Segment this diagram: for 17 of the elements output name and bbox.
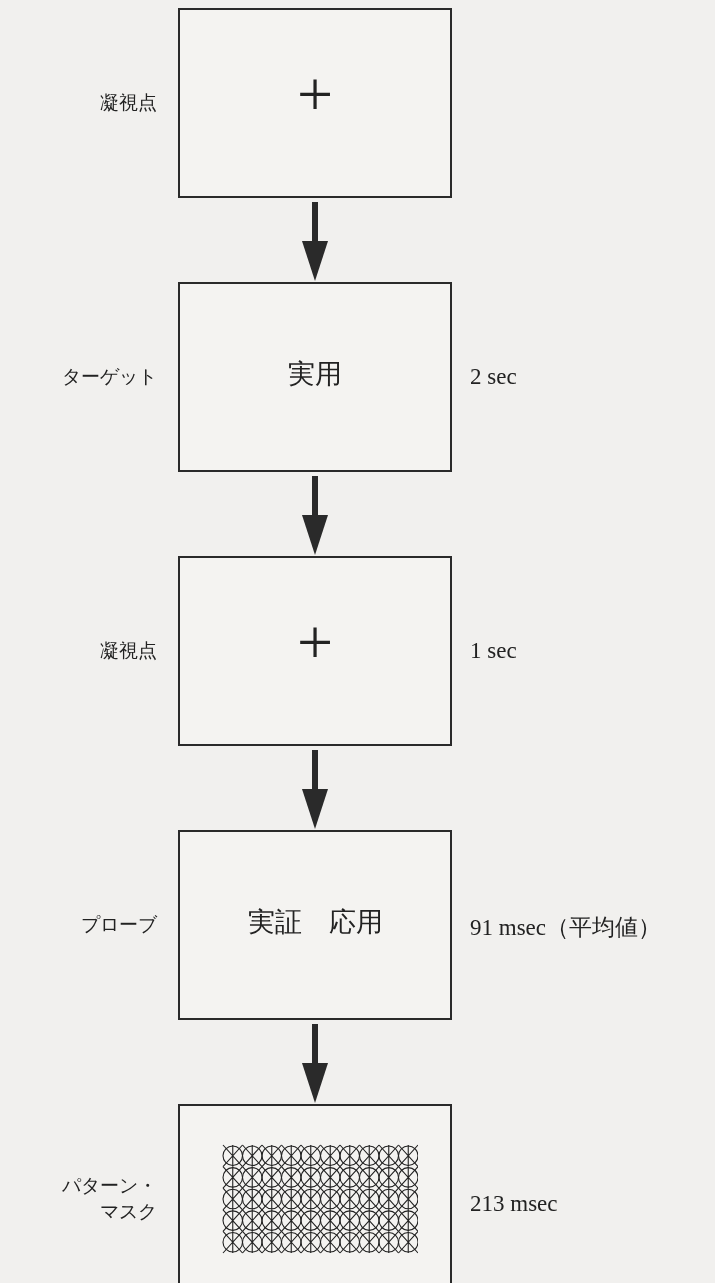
duration-label: 1 sec	[470, 638, 517, 664]
duration-label: 91 msec（平均値）	[470, 914, 661, 942]
stimulus-word: 実用	[288, 360, 342, 388]
fixation-cross: +	[296, 63, 334, 128]
stage-label: 凝視点	[99, 638, 157, 663]
arrow	[302, 750, 328, 829]
arrow	[302, 202, 328, 281]
arrow	[302, 476, 328, 555]
stage-label: 凝視点	[99, 90, 157, 115]
stage-label: ターゲット	[61, 364, 157, 389]
stage-label: プローブ	[80, 912, 157, 937]
fixation-cross: +	[296, 611, 334, 676]
duration-label: 2 sec	[470, 364, 517, 390]
arrow	[302, 1024, 328, 1103]
duration-label: 213 msec	[470, 1191, 558, 1217]
stimulus-word: 実証 応用	[247, 908, 383, 936]
stage-label: パターン・マスク	[61, 1172, 157, 1224]
